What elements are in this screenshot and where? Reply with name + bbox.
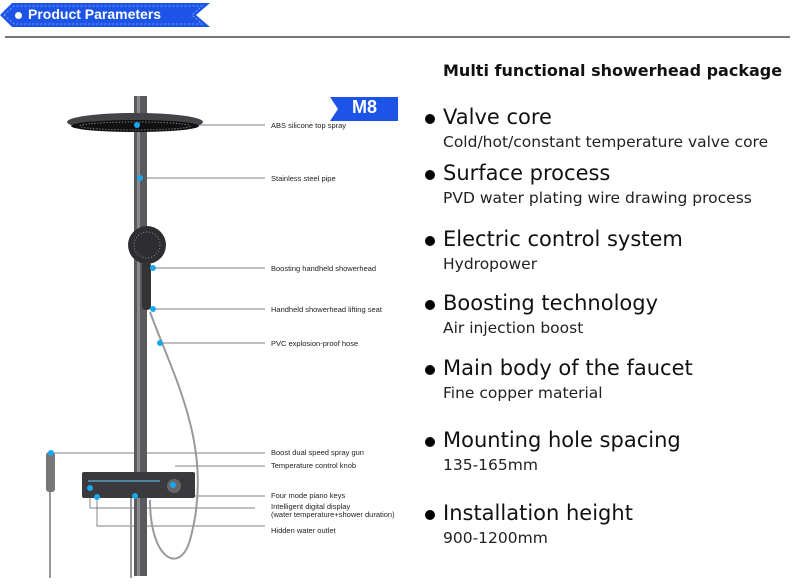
banner-title: Product Parameters [28, 6, 162, 22]
steel-pipe [134, 96, 147, 576]
callout-dots [48, 122, 176, 500]
callout-label: Boost dual speed spray gun [271, 448, 364, 457]
spec-value: Cold/hot/constant temperature valve core [443, 133, 769, 151]
bullet-icon [425, 300, 435, 310]
banner-ribbon-shape [0, 3, 210, 27]
spec-title: Valve core [443, 105, 552, 129]
bullet-icon [425, 236, 435, 246]
model-badge [330, 97, 398, 121]
bullet-icon [425, 114, 435, 124]
callout-label: ABS silicone top spray [271, 121, 347, 130]
specs-heading: Multi functional showerhead package [443, 61, 783, 80]
callout-label: Hidden water outlet [271, 526, 336, 535]
bullet-icon [425, 365, 435, 375]
callout-label: Handheld showerhead lifting seat [271, 305, 382, 314]
bullet-icon [425, 437, 435, 447]
shower-illustration [46, 96, 265, 578]
spec-title: Surface process [443, 161, 611, 185]
callout-lines [52, 124, 265, 527]
callout-label: Boosting handheld showerhead [271, 264, 377, 273]
control-panel [82, 472, 195, 498]
spec-value: PVD water plating wire drawing process [443, 189, 752, 207]
spec-title: Boosting technology [443, 291, 659, 315]
bullet-icon [425, 510, 435, 520]
spec-title: Mounting hole spacing [443, 428, 681, 452]
spec-value: Fine copper material [443, 384, 603, 402]
callout-label: Stainless steel pipe [271, 174, 336, 183]
callout-label: Four mode piano keys [271, 491, 346, 500]
callout-label: Temperature control knob [271, 461, 357, 470]
spec-value: 135-165mm [443, 456, 538, 474]
model-label: M8 [352, 97, 378, 117]
spec-title: Installation height [443, 501, 633, 525]
spec-value: Hydropower [443, 255, 538, 273]
spec-title: Electric control system [443, 227, 683, 251]
spec-value: Air injection boost [443, 319, 584, 337]
bullet-icon [15, 12, 22, 19]
spec-value: 900-1200mm [443, 529, 548, 547]
callout-label: Intelligent digital display [271, 502, 351, 511]
section-banner: Product Parameters [0, 3, 210, 27]
callout-label: (water temperature+shower duration) [271, 510, 395, 519]
divider [5, 36, 790, 38]
callout-label: PVC explosion-proof hose [271, 339, 359, 348]
bullet-icon [425, 170, 435, 180]
spec-title: Main body of the faucet [443, 356, 693, 380]
